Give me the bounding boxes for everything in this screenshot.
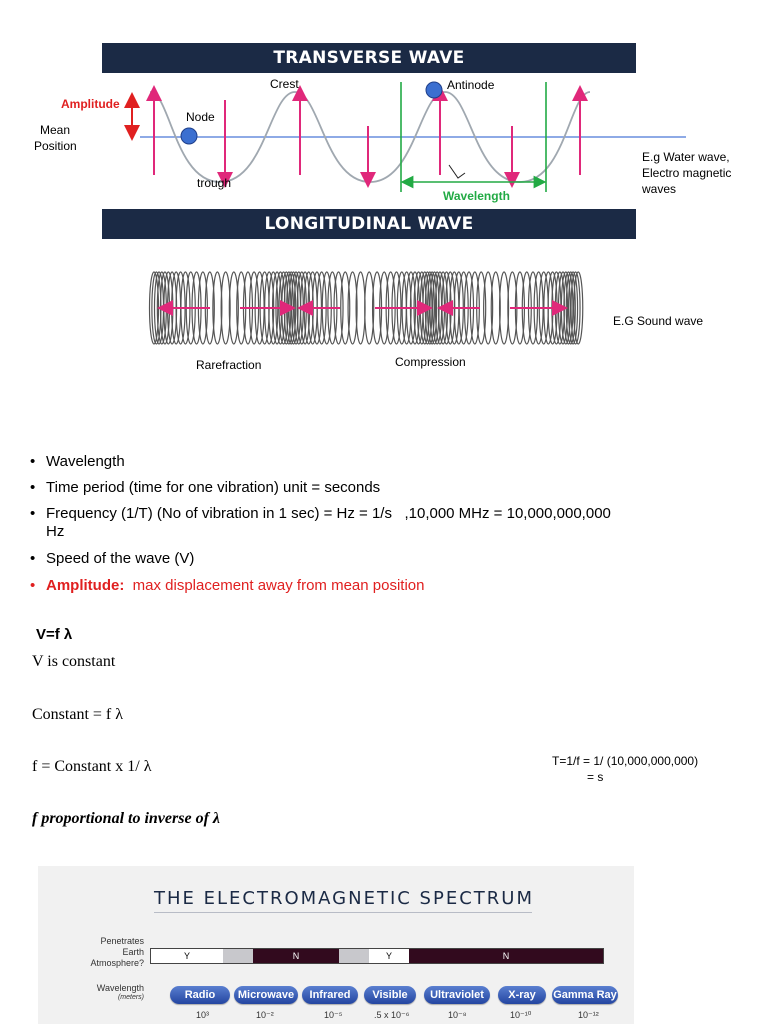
wavelength-infrared: 10⁻⁵	[324, 1010, 343, 1021]
wavelength-row-label: Wavelength	[97, 983, 144, 993]
mean-position-label-2: Position	[34, 139, 77, 153]
crest-label: Crest	[270, 77, 299, 91]
penetration-segment-partial	[339, 949, 369, 963]
proportional-statement: f proportional to inverse of λ	[32, 810, 220, 828]
band-visible: Visible	[364, 986, 416, 1004]
rarefraction-label: Rarefraction	[196, 358, 261, 372]
wavelength-radio: 10³	[196, 1010, 209, 1020]
antinode-label: Antinode	[447, 78, 494, 92]
penetrates-label-2: Earth	[122, 947, 144, 957]
wavelength-microwave: 10⁻²	[256, 1010, 274, 1021]
longitudinal-wave-spring	[140, 262, 590, 352]
list-item-text: Hz	[46, 522, 64, 541]
node-dot	[181, 128, 197, 144]
band-gamma-ray: Gamma Ray	[552, 986, 618, 1004]
penetrates-label-1: Penetrates	[100, 936, 144, 946]
amplitude-term: Amplitude:	[46, 577, 124, 594]
list-item-text: Wavelength	[46, 452, 125, 471]
penetrates-label-3: Atmosphere?	[90, 958, 144, 968]
penetration-segment-partial	[223, 949, 253, 963]
wavelength-visible: .5 x 10⁻⁶	[374, 1010, 409, 1021]
node-label: Node	[186, 110, 215, 124]
em-title-rule	[154, 912, 532, 913]
v-constant-text: V is constant	[32, 653, 115, 671]
spring-coil	[152, 272, 161, 344]
constant-equation: Constant = f λ	[32, 706, 123, 724]
trough-label: trough	[197, 176, 231, 190]
antinode-dot	[426, 82, 442, 98]
em-spectrum-title: THE ELECTROMAGNETIC SPECTRUM	[154, 888, 534, 909]
example-transverse-2: Electro magnetic	[642, 166, 731, 180]
wavelength-row-unit: (meters)	[118, 994, 144, 1001]
list-item-text: Speed of the wave (V)	[46, 549, 194, 568]
period-equation-1: T=1/f = 1/ (10,000,000,000)	[552, 754, 698, 768]
example-transverse-1: E.g Water wave,	[642, 150, 730, 164]
band-radio: Radio	[170, 986, 230, 1004]
amplitude-label: Amplitude	[61, 97, 120, 111]
wavelength-gamma: 10⁻¹²	[578, 1010, 599, 1021]
penetration-segment-yes: Y	[151, 949, 223, 963]
v-equation: V=f λ	[36, 626, 72, 643]
wavelength-xray: 10⁻¹⁰	[510, 1010, 531, 1021]
wavelength-label: Wavelength	[443, 189, 510, 203]
penetration-segment-no: N	[253, 949, 339, 963]
penetration-segment-no: N	[409, 949, 603, 963]
amplitude-definition: max displacement away from mean position	[124, 577, 424, 594]
band-microwave: Microwave	[234, 986, 298, 1004]
band-xray: X-ray	[498, 986, 546, 1004]
transverse-wave-banner: TRANSVERSE WAVE	[102, 43, 636, 73]
period-equation-2: = s	[587, 770, 603, 784]
penetration-bar: Y N Y N	[150, 948, 604, 964]
compression-label: Compression	[395, 355, 466, 369]
list-item-text: Frequency (1/T) (No of vibration in 1 se…	[46, 504, 611, 523]
list-item-text: Time period (time for one vibration) uni…	[46, 478, 380, 497]
wave-properties-list: •Wavelength •Time period (time for one v…	[30, 452, 750, 602]
em-spectrum-panel: THE ELECTROMAGNETIC SPECTRUM Penetrates …	[38, 866, 634, 1024]
example-longitudinal: E.G Sound wave	[613, 314, 703, 328]
band-ultraviolet: Ultraviolet	[424, 986, 490, 1004]
band-infrared: Infrared	[302, 986, 358, 1004]
penetration-segment-yes: Y	[369, 949, 409, 963]
longitudinal-wave-banner: LONGITUDINAL WAVE	[102, 209, 636, 239]
example-transverse-3: waves	[642, 182, 676, 196]
spring-coil	[500, 272, 509, 344]
frequency-equation: f = Constant x 1/ λ	[32, 758, 151, 776]
wavelength-ultraviolet: 10⁻⁸	[448, 1010, 467, 1021]
mean-position-label-1: Mean	[40, 123, 70, 137]
